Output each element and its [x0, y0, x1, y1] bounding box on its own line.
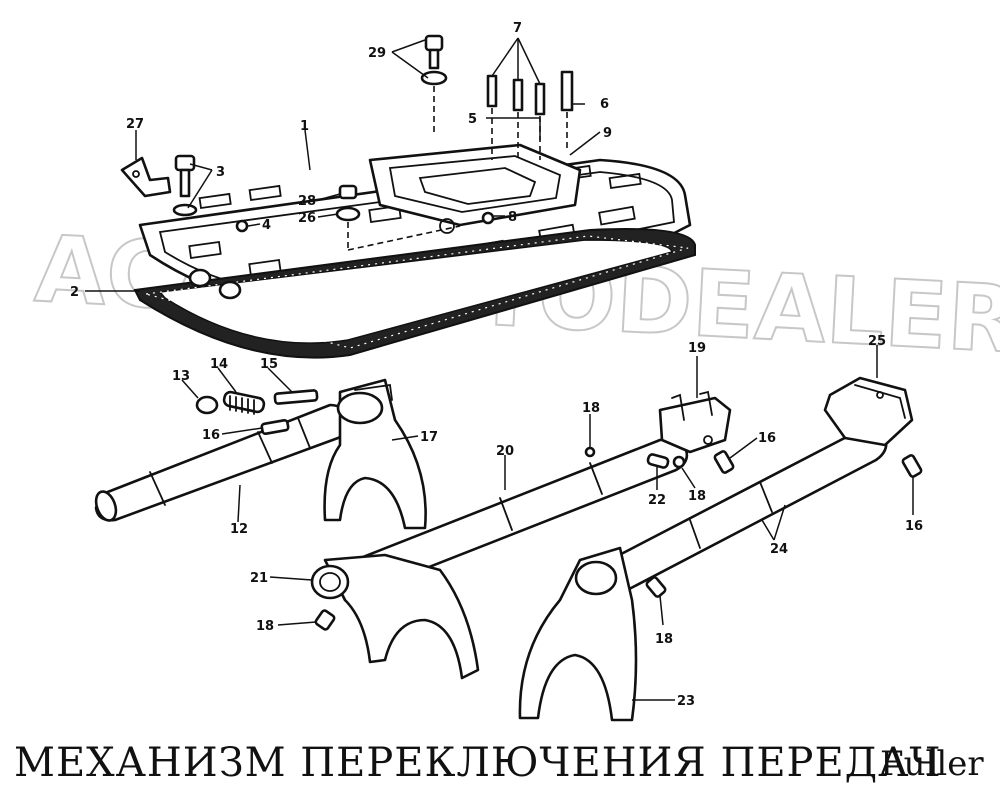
plug-13 — [195, 395, 219, 415]
callout-20: 20 — [496, 444, 514, 459]
shift-block-25 — [823, 376, 914, 447]
spring-14 — [222, 390, 266, 415]
callout-26: 26 — [298, 211, 316, 226]
ball-18-top — [584, 446, 596, 458]
callout-12: 12 — [230, 522, 248, 537]
callout-29: 29 — [368, 46, 386, 61]
callout-13: 13 — [172, 369, 190, 384]
callout-18-top: 18 — [582, 401, 600, 416]
shift-fork-23 — [518, 546, 638, 722]
shift-rail-12 — [94, 403, 352, 522]
bolt-29 — [420, 34, 448, 136]
callout-5: 5 — [468, 112, 477, 127]
callout-16-right: 16 — [905, 519, 923, 534]
callout-17: 17 — [420, 430, 438, 445]
callout-19: 19 — [688, 341, 706, 356]
screw-18-mid — [672, 455, 686, 469]
callout-4: 4 — [262, 218, 271, 233]
shift-fork-21 — [310, 553, 480, 680]
callout-3: 3 — [216, 165, 225, 180]
shift-block-19 — [658, 390, 732, 454]
callout-6: 6 — [600, 97, 609, 112]
callout-2: 2 — [70, 285, 79, 300]
callout-18-mid: 18 — [688, 489, 706, 504]
callout-18-bottom-left: 18 — [256, 619, 274, 634]
callout-16-left: 16 — [202, 428, 220, 443]
shift-fork-17 — [323, 378, 427, 530]
screw-18-right — [645, 576, 667, 598]
callout-27: 27 — [126, 117, 144, 132]
callout-21: 21 — [250, 571, 268, 586]
screw-16-left — [260, 418, 290, 436]
leader-lines — [85, 37, 914, 701]
callout-8: 8 — [508, 210, 517, 225]
diagram-title: МЕХАНИЗМ ПЕРЕКЛЮЧЕНИЯ ПЕРЕДАЧ — [14, 740, 942, 786]
pin-22 — [646, 453, 670, 469]
callout-16-mid: 16 — [758, 431, 776, 446]
bolt-28-washer-26 — [335, 184, 461, 251]
bolt-3 — [172, 154, 198, 217]
screw-18-bottom-left — [314, 609, 336, 631]
screw-16-right — [901, 454, 923, 478]
callout-1: 1 — [300, 119, 309, 134]
callout-14: 14 — [210, 357, 228, 372]
callout-23: 23 — [677, 694, 695, 709]
callout-22: 22 — [648, 493, 666, 508]
callout-15: 15 — [260, 357, 278, 372]
callout-28: 28 — [298, 194, 316, 209]
callout-labels: 29 7 6 5 9 1 27 3 4 28 26 8 2 13 14 15 1… — [70, 21, 923, 709]
gasket — [133, 228, 696, 359]
brand-label: Fuller — [880, 744, 984, 784]
pin-15 — [273, 389, 319, 405]
callout-7: 7 — [513, 21, 522, 36]
dowel-6 — [560, 70, 574, 150]
callout-9: 9 — [603, 126, 612, 141]
callout-24: 24 — [770, 542, 788, 557]
bracket-27 — [120, 156, 172, 198]
screw-16-mid — [713, 450, 735, 474]
callout-25: 25 — [868, 334, 886, 349]
callout-18-right: 18 — [655, 632, 673, 647]
